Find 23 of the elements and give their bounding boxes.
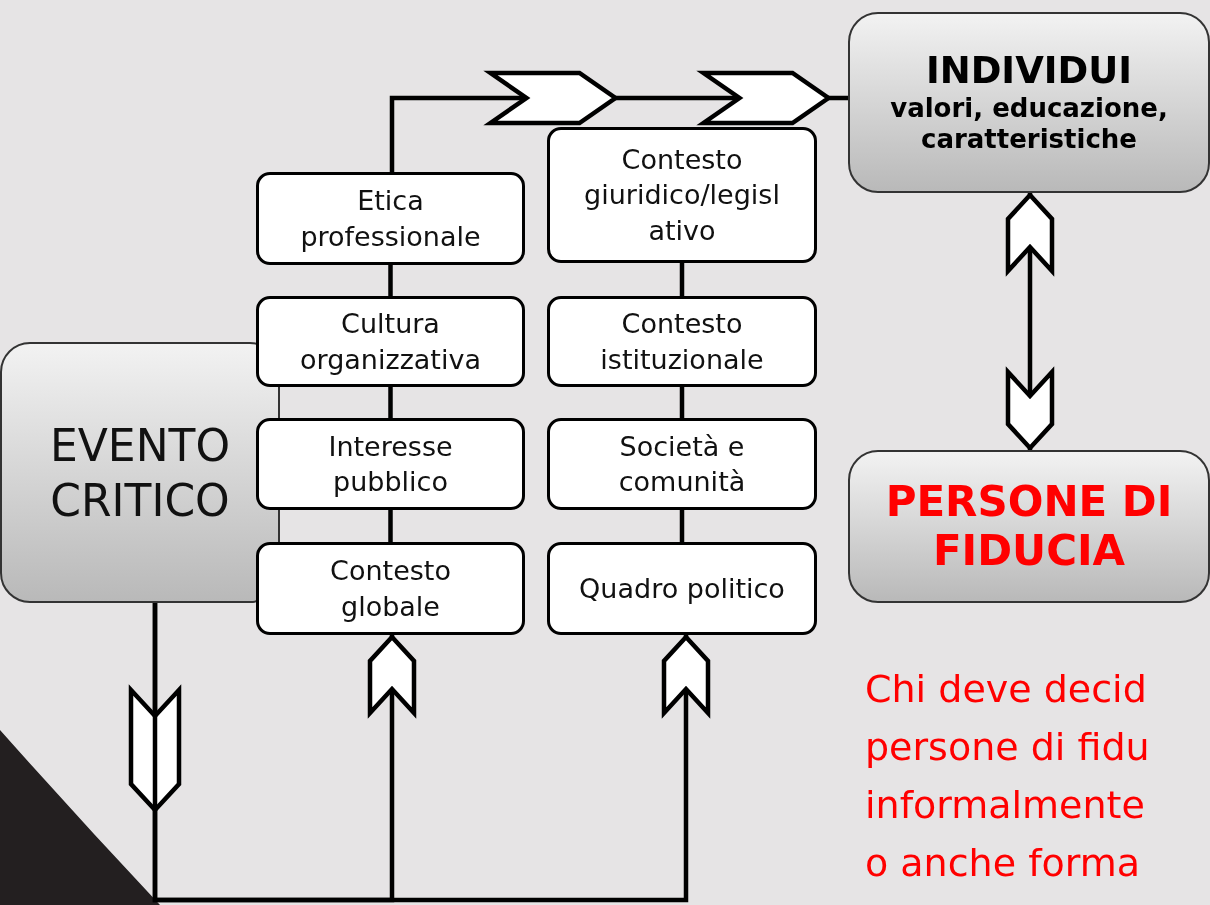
process-box <box>547 542 817 635</box>
node-text: Quadro politico <box>578 571 786 606</box>
process-box <box>256 296 525 387</box>
process-box <box>256 542 525 635</box>
rounded-panel <box>848 12 1210 193</box>
note-text: Chi deve decid persone di fidu informalmente o anche forma <box>865 666 1151 887</box>
node-text: Etica professionale <box>299 184 482 254</box>
process-box <box>256 172 525 265</box>
node-text: valori, educazione, caratteristiche <box>889 92 1169 155</box>
node-text: PERSONE DI FIDUCIA <box>884 478 1174 575</box>
rounded-panel <box>848 450 1210 603</box>
process-box <box>547 296 817 387</box>
node-text: Interesse pubblico <box>327 429 454 499</box>
process-box <box>256 418 525 510</box>
process-box <box>547 418 817 510</box>
node-text: Contesto globale <box>329 554 452 624</box>
node-text: Cultura organizzativa <box>299 307 482 377</box>
node-heading: INDIVIDUI <box>924 50 1134 93</box>
node-text: EVENTO CRITICO <box>48 418 232 528</box>
node-text: Società e comunità <box>617 429 747 499</box>
rounded-panel <box>0 342 280 603</box>
node-text: Contesto istituzionale <box>599 307 765 377</box>
node-text: Contesto giuridico/legislativo <box>583 143 781 248</box>
